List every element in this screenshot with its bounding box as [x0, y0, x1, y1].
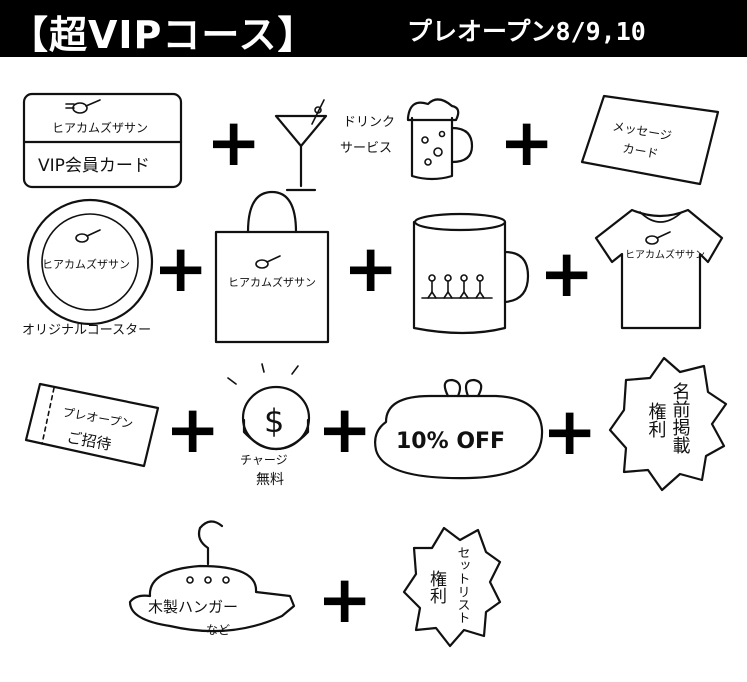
plus-icon: + — [153, 230, 208, 307]
header-banner: 【超VIPコース】 プレオープン8/9,10 — [0, 0, 747, 57]
plus-icon: + — [206, 104, 261, 181]
coaster-logo: ヒアカムズザサン — [42, 257, 130, 271]
message-card-line1: メッセージ — [611, 119, 672, 143]
coin-line2: 無料 — [256, 472, 284, 488]
setlist-col2-text: 権利 — [426, 570, 447, 604]
drink-label-line1: ドリンク — [343, 115, 395, 130]
dollar-icon: $ — [264, 402, 284, 440]
setlist-badge — [402, 526, 502, 648]
coin-illustration: $ チャージ 無料 — [227, 363, 311, 488]
setlist-col1-text: セットリスト — [455, 546, 471, 624]
illustration-canvas: ヒアカムズザサン VIP会員カード + ドリンク サービス + メッセージ カー… — [22, 92, 728, 648]
plus-icon: + — [539, 235, 594, 312]
hanger-sub: など — [206, 623, 230, 637]
coaster-illustration: ヒアカムズザサン オリジナルコースター — [22, 198, 154, 338]
purse-illustration: 10% OFF — [374, 378, 544, 480]
vip-card-logo: ヒアカムズザサン — [52, 120, 148, 135]
mug-illustration — [412, 212, 530, 335]
vip-card-illustration: ヒアカムズザサン VIP会員カード — [22, 92, 183, 189]
plus-icon: + — [317, 391, 372, 468]
name-listing-col2-text: 権利 — [646, 402, 667, 438]
tote-bag-illustration: ヒアカムズザサン — [214, 190, 330, 344]
walking-figures-icon — [421, 274, 493, 299]
hanger-label: 木製ハンガー — [148, 598, 238, 616]
tshirt-illustration: ヒアカムズザサン — [594, 208, 724, 330]
name-listing-col1: 名前掲載 — [670, 382, 691, 454]
name-listing-badge — [608, 356, 728, 492]
plus-icon: + — [499, 104, 554, 181]
drink-label-line2: サービス — [340, 141, 392, 156]
name-listing-col2: 権利 — [646, 402, 667, 438]
tote-logo: ヒアカムズザサン — [228, 275, 316, 289]
guitar-logo-icon — [65, 99, 101, 114]
plus-icon: + — [165, 391, 220, 468]
message-card-illustration: メッセージ カード — [580, 94, 720, 186]
setlist-col2: 権利 — [426, 570, 447, 604]
coaster-caption: オリジナルコースター — [22, 323, 151, 338]
cocktail-glass-icon — [274, 99, 328, 192]
guitar-logo-icon — [75, 229, 101, 243]
message-card-line2: カード — [621, 141, 659, 161]
plus-icon: + — [317, 561, 372, 638]
discount-label: 10% OFF — [396, 429, 505, 454]
ticket-illustration: プレオープン ご招待 — [24, 382, 160, 468]
coin-line1: チャージ — [240, 453, 288, 467]
beer-mug-icon — [406, 98, 474, 181]
guitar-logo-icon — [255, 255, 281, 269]
course-title: 【超VIPコース】 — [10, 13, 317, 57]
tshirt-logo: ヒアカムズザサン — [625, 248, 705, 261]
name-listing-col1-text: 名前掲載 — [670, 382, 691, 454]
plus-icon: + — [343, 230, 398, 307]
vip-card-label: VIP会員カード — [38, 156, 150, 176]
plus-icon: + — [542, 393, 597, 470]
preopen-dates: プレオープン8/9,10 — [407, 17, 646, 46]
ticket-line1: プレオープン — [61, 405, 134, 431]
setlist-col1: セットリスト — [455, 546, 471, 624]
guitar-logo-icon — [645, 231, 671, 245]
hanger-illustration: 木製ハンガー など — [128, 520, 296, 637]
